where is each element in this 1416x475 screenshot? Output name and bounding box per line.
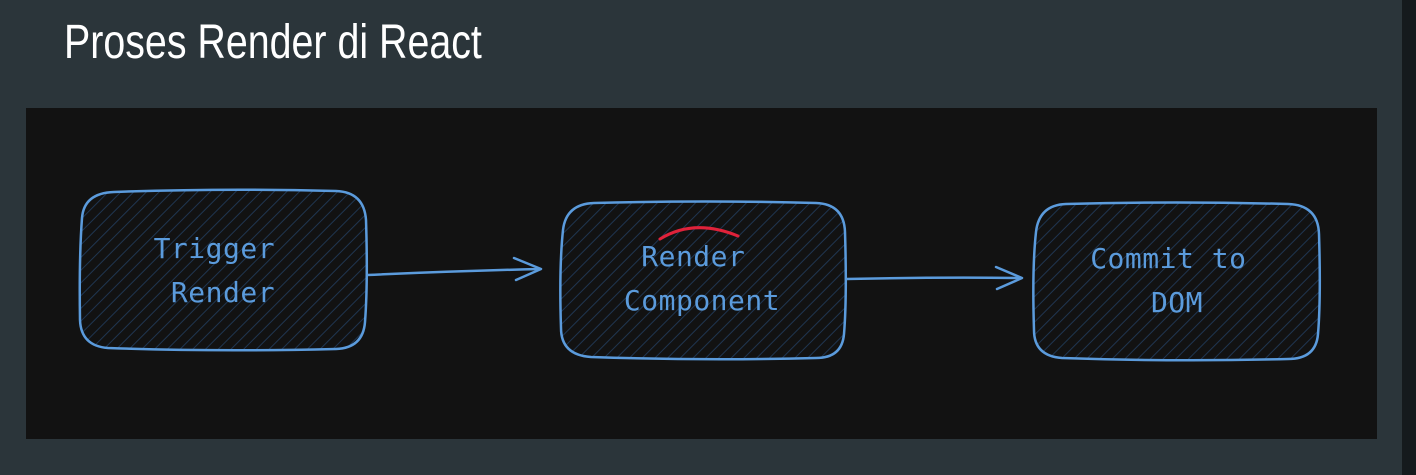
flow-diagram: Trigger Render Render Component <box>78 188 1322 362</box>
arrow-trigger-to-render <box>365 256 543 282</box>
node-commit-to-dom-line2: DOM <box>1151 286 1203 319</box>
node-trigger-render-line1: Trigger <box>154 232 276 265</box>
diagram-canvas: Trigger Render Render Component <box>26 108 1377 439</box>
window-edge <box>1402 0 1416 475</box>
arrow-render-to-commit-shaft <box>844 276 1023 281</box>
svg-text:Render Component: Render Component <box>624 240 780 317</box>
arrow-render-to-commit-head <box>994 265 1024 291</box>
arrow-trigger-to-render-head <box>512 256 543 282</box>
node-trigger-render[interactable]: Trigger Render <box>78 188 369 352</box>
node-render-component-line2: Component <box>624 284 780 317</box>
node-commit-to-dom[interactable]: Commit to DOM <box>1032 201 1322 362</box>
node-commit-to-dom-line1: Commit to <box>1090 242 1246 275</box>
slide-title: Proses Render di React <box>64 16 482 69</box>
node-render-component[interactable]: Render Component <box>559 200 848 361</box>
node-render-component-box <box>559 200 848 361</box>
node-commit-to-dom-box <box>1032 201 1322 362</box>
svg-text:Commit to DOM: Commit to DOM <box>1090 242 1264 319</box>
node-trigger-render-line2: Render <box>171 276 275 309</box>
node-render-component-line1: Render <box>641 240 745 273</box>
arrow-render-to-commit <box>844 265 1024 291</box>
svg-text:Trigger Render: Trigger Render <box>154 232 293 309</box>
highlight-stroke <box>658 226 740 241</box>
arrow-trigger-to-render-shaft <box>365 267 542 277</box>
node-trigger-render-box <box>78 188 369 352</box>
